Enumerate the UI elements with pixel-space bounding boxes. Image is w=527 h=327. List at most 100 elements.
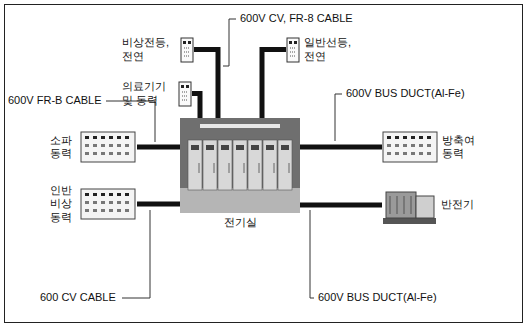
room-node: 전기실 bbox=[180, 118, 300, 230]
panel-body bbox=[181, 38, 193, 62]
breaker-mark bbox=[117, 193, 121, 196]
breaker-mark bbox=[411, 136, 415, 139]
switchgear-photo bbox=[180, 118, 300, 213]
breaker-mark bbox=[419, 144, 423, 147]
equipment-node: 반전기 bbox=[382, 184, 479, 226]
feeder-cable bbox=[300, 145, 382, 150]
cabinet-meter bbox=[206, 145, 214, 150]
switchgear-cabinet bbox=[218, 140, 232, 190]
breaker-mark bbox=[387, 136, 391, 139]
generator-base bbox=[383, 218, 436, 224]
node-label: 의료기기 및 동력 bbox=[122, 80, 174, 106]
breaker-mark bbox=[109, 209, 113, 212]
generator-body bbox=[386, 192, 416, 218]
breaker-mark bbox=[93, 144, 97, 147]
switchgear-cabinet bbox=[263, 140, 277, 190]
leader-line bbox=[122, 210, 150, 298]
breaker-mark bbox=[183, 41, 186, 44]
room-floor bbox=[180, 188, 300, 213]
breaker-mark bbox=[290, 51, 296, 52]
engine-fin bbox=[390, 196, 391, 214]
switchgear-cabinet bbox=[188, 140, 202, 190]
breaker-mark bbox=[93, 152, 97, 155]
breaker-mark bbox=[294, 41, 297, 44]
equipment-node: 소파 동력 bbox=[50, 131, 137, 163]
breaker-mark bbox=[109, 136, 113, 139]
panel-body bbox=[179, 82, 191, 106]
equipment-node: 방축여 동력 bbox=[382, 131, 480, 163]
breaker-mark bbox=[395, 152, 399, 155]
feeder-cable bbox=[137, 202, 180, 207]
panel-icon bbox=[180, 37, 194, 63]
breaker-mark bbox=[184, 51, 190, 52]
cable-label: 600V BUS DUCT(Al-Fe) bbox=[346, 87, 465, 100]
engine-fin bbox=[397, 196, 398, 214]
feeder-cable bbox=[262, 50, 286, 119]
cabinet-meter bbox=[236, 145, 244, 150]
breaker-mark bbox=[186, 85, 189, 88]
breaker-mark bbox=[427, 152, 431, 155]
cabinet-handle bbox=[289, 163, 290, 173]
breaker-mark bbox=[85, 209, 89, 212]
breaker-mark bbox=[403, 136, 407, 139]
breaker-mark bbox=[387, 152, 391, 155]
panel-icon bbox=[80, 188, 136, 220]
panel-body bbox=[287, 38, 299, 62]
switchgear-cabinet bbox=[278, 140, 292, 190]
breaker-mark bbox=[109, 152, 113, 155]
breaker-mark bbox=[427, 136, 431, 139]
cabinet-handle bbox=[199, 163, 200, 173]
cabinet-meter bbox=[191, 145, 199, 150]
breaker-mark bbox=[101, 152, 105, 155]
breaker-mark bbox=[181, 85, 184, 88]
switchgear-cabinet bbox=[203, 140, 217, 190]
cable-label: 600 CV CABLE bbox=[40, 291, 116, 304]
breaker-mark bbox=[101, 193, 105, 196]
switchgear-cabinet bbox=[233, 140, 247, 190]
equipment-node: 의료기기 및 동력 bbox=[122, 80, 192, 107]
breaker-mark bbox=[117, 144, 121, 147]
breaker-mark bbox=[395, 136, 399, 139]
cable-label: 600V CV, FR-8 CABLE bbox=[240, 12, 353, 25]
equipment-node: 일반선등, 전연 bbox=[286, 36, 359, 63]
breaker-mark bbox=[182, 99, 188, 100]
breaker-mark bbox=[125, 201, 129, 204]
node-label: 방축여 동력 bbox=[442, 134, 479, 160]
panel-body bbox=[383, 132, 437, 162]
outer-frame bbox=[5, 5, 523, 323]
equipment-node: 인반 비상 동력 bbox=[50, 184, 137, 224]
breaker-mark bbox=[117, 209, 121, 212]
feeder-cable bbox=[192, 94, 200, 119]
room-wall bbox=[180, 118, 300, 213]
breaker-mark bbox=[419, 136, 423, 139]
cabinet-handle bbox=[259, 163, 260, 173]
cabinet-meter bbox=[266, 145, 274, 150]
breaker-mark bbox=[403, 144, 407, 147]
leader-line bbox=[310, 210, 314, 298]
breaker-mark bbox=[419, 152, 423, 155]
panel-body bbox=[81, 132, 135, 162]
node-label: 소파 동력 bbox=[50, 134, 76, 160]
breaker-mark bbox=[188, 41, 191, 44]
breaker-mark bbox=[85, 193, 89, 196]
breaker-mark bbox=[125, 144, 129, 147]
breaker-mark bbox=[85, 144, 89, 147]
cable-label: 600V FR-B CABLE bbox=[8, 94, 102, 107]
breaker-mark bbox=[290, 55, 296, 56]
breaker-mark bbox=[109, 201, 113, 204]
cabinet-handle bbox=[274, 163, 275, 173]
node-label: 반전기 bbox=[441, 198, 478, 211]
breaker-mark bbox=[93, 136, 97, 139]
breaker-mark bbox=[85, 136, 89, 139]
cabinet-meter bbox=[281, 145, 289, 150]
engine-fin bbox=[404, 196, 405, 214]
breaker-mark bbox=[85, 152, 89, 155]
generator-icon bbox=[382, 184, 437, 226]
panel-icon bbox=[80, 131, 136, 163]
breaker-mark bbox=[290, 47, 296, 48]
breaker-mark bbox=[403, 152, 407, 155]
leader-line bbox=[223, 19, 236, 66]
breaker-mark bbox=[387, 144, 391, 147]
generator-alternator bbox=[416, 196, 434, 218]
